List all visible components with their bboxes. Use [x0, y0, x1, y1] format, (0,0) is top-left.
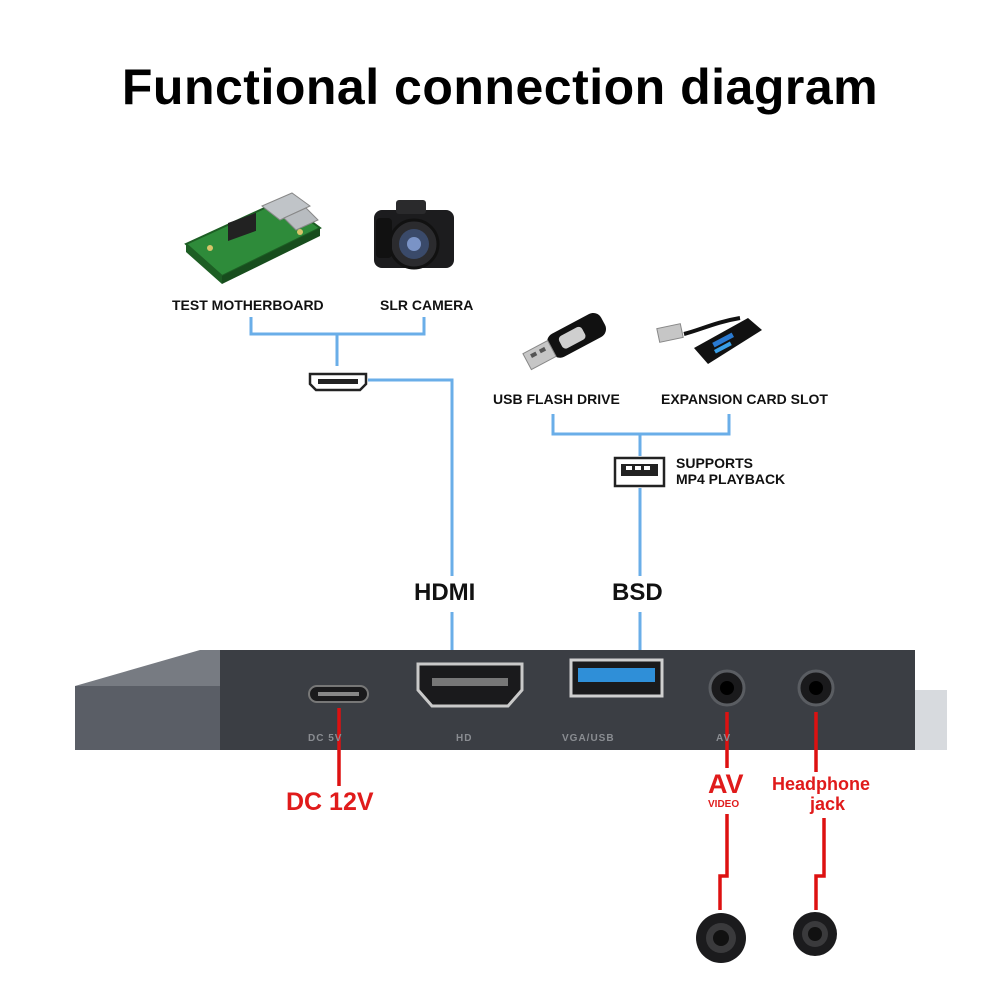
- device-panel: [75, 650, 947, 750]
- panel-av-label: AV: [716, 733, 732, 744]
- panel-vga-usb-label: VGA/USB: [562, 733, 615, 744]
- av-video-sublabel: VIDEO: [708, 799, 740, 810]
- test-motherboard-label: TEST MOTHERBOARD: [172, 297, 324, 313]
- slr-camera-label: SLR CAMERA: [380, 297, 474, 313]
- headphone-label-line1: Headphone: [772, 774, 871, 794]
- hdmi-port-label: HDMI: [414, 579, 476, 606]
- av-plug-icon: [696, 913, 746, 963]
- av-port-label: AV: [708, 769, 744, 799]
- motherboard-icon: [184, 192, 322, 284]
- headphone-label-line2: jack: [810, 794, 846, 814]
- usb-flash-drive-label: USB FLASH DRIVE: [493, 391, 620, 407]
- card-reader-icon: [656, 316, 762, 364]
- hdmi-connector-icon: [308, 372, 368, 392]
- panel-hd-label: HD: [456, 733, 473, 744]
- headphone-plug-icon: [793, 912, 837, 956]
- dc-port-label: DC 12V: [286, 788, 374, 816]
- bsd-port-label: BSD: [612, 579, 663, 606]
- expansion-card-slot-label: EXPANSION CARD SLOT: [661, 391, 828, 407]
- usb-connector-icon: [613, 456, 666, 488]
- blue-connection-lines: [249, 317, 731, 656]
- slr-camera-icon: [374, 200, 454, 270]
- red-connection-lines: [337, 708, 826, 910]
- usb-flash-drive-icon: [522, 312, 607, 371]
- page-title: Functional connection diagram: [121, 59, 879, 115]
- panel-dc-label: DC 5V: [308, 733, 343, 744]
- usb-note-line2: MP4 PLAYBACK: [676, 471, 786, 487]
- usb-note-line1: SUPPORTS: [676, 455, 754, 471]
